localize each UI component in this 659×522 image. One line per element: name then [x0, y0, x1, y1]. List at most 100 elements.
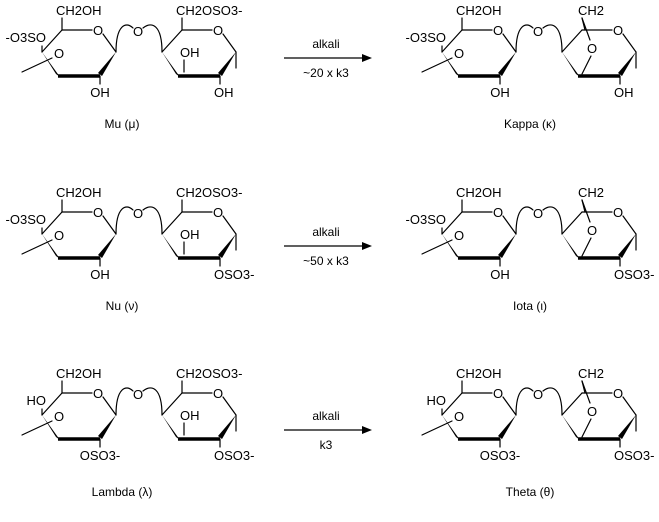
bond	[421, 239, 453, 255]
bond	[561, 29, 583, 53]
wedge-bond	[98, 234, 116, 258]
c6-substituent: CH2OSO3-	[176, 3, 242, 18]
wedge-bond	[562, 415, 580, 440]
bond	[222, 396, 237, 416]
wedge-bond	[442, 415, 460, 440]
bond	[581, 199, 591, 223]
bond	[622, 396, 637, 416]
c6-substituent: CH2OH	[56, 366, 102, 381]
bond	[581, 17, 591, 41]
wedge-bond	[162, 234, 180, 259]
reactant-name: Mu (μ)	[105, 117, 140, 131]
condition-rate: ~50 x k3	[303, 254, 349, 268]
bond	[561, 392, 583, 416]
wedge-bond	[562, 234, 580, 259]
bridge-oxygen: O	[54, 46, 64, 61]
bond	[21, 57, 53, 73]
wedge-bond	[618, 234, 636, 258]
reaction-arrow: alkali ~20 x k3	[284, 37, 372, 80]
ring-oxygen: O	[213, 205, 223, 220]
c4-substituent: HO	[27, 393, 47, 408]
ring-oxygen: O	[213, 386, 223, 401]
anhydro-bridge-ch2: CH2	[578, 3, 604, 18]
c2-substituent: OH	[90, 267, 110, 282]
bond	[581, 237, 592, 257]
bridge-oxygen: O	[454, 409, 464, 424]
bridge-oxygen: O	[54, 228, 64, 243]
c2-substituent: OH	[490, 267, 510, 282]
anhydro-oxygen: O	[587, 223, 597, 238]
bond	[222, 215, 237, 235]
glycosidic-bond	[515, 387, 534, 416]
wedge-bond	[98, 415, 116, 439]
wedge-bond	[218, 234, 236, 258]
condition-reagent: alkali	[312, 409, 339, 423]
c2-substituent: OSO3-	[214, 448, 254, 463]
c4-substituent: HO	[427, 393, 447, 408]
bond	[581, 418, 592, 438]
condition-rate: ~20 x k3	[303, 66, 349, 80]
c3-substituent: OH	[180, 45, 200, 60]
glycosidic-bond	[142, 24, 163, 53]
bridge-oxygen: O	[454, 228, 464, 243]
wedge-bond	[562, 52, 580, 77]
bond	[502, 33, 517, 53]
bond	[581, 380, 591, 404]
arrow-head-icon	[362, 426, 372, 434]
reactant-name: Lambda (λ)	[92, 485, 153, 499]
c2-substituent: OSO3-	[214, 267, 254, 282]
glycosidic-bond	[542, 387, 563, 416]
c4-substituent: -O3SO	[6, 212, 46, 227]
ring-oxygen: O	[613, 23, 623, 38]
c4-substituent: -O3SO	[406, 212, 446, 227]
linkage-oxygen: O	[533, 24, 543, 39]
bond	[41, 392, 63, 416]
bond	[222, 33, 237, 53]
glycosidic-bond	[542, 24, 563, 53]
wedge-bond	[162, 52, 180, 77]
c6-substituent: CH2OH	[456, 366, 502, 381]
bond	[581, 55, 592, 75]
condition-reagent: alkali	[312, 37, 339, 51]
c4-substituent: -O3SO	[6, 30, 46, 45]
c6-substituent: CH2OSO3-	[176, 366, 242, 381]
glycosidic-bond	[115, 206, 134, 235]
bond	[102, 33, 117, 53]
bond	[161, 392, 183, 416]
wedge-bond	[498, 52, 516, 76]
wedge-bond	[618, 415, 636, 439]
bond	[502, 215, 517, 235]
glycosidic-bond	[115, 24, 134, 53]
wedge-bond	[498, 234, 516, 258]
bond	[161, 29, 183, 53]
c2-substituent: OH	[490, 85, 510, 100]
bond	[161, 211, 183, 235]
linkage-oxygen: O	[533, 387, 543, 402]
condition-reagent: alkali	[312, 225, 339, 239]
c6-substituent: CH2OH	[56, 185, 102, 200]
anhydro-oxygen: O	[587, 41, 597, 56]
bridge-oxygen: O	[454, 46, 464, 61]
wedge-bond	[98, 52, 116, 76]
wedge-bond	[442, 234, 460, 259]
glycosidic-bond	[142, 387, 163, 416]
ring-oxygen: O	[493, 23, 503, 38]
c2-substituent: OSO3-	[614, 448, 654, 463]
wedge-bond	[442, 52, 460, 77]
wedge-bond	[162, 415, 180, 440]
ring-oxygen: O	[493, 205, 503, 220]
